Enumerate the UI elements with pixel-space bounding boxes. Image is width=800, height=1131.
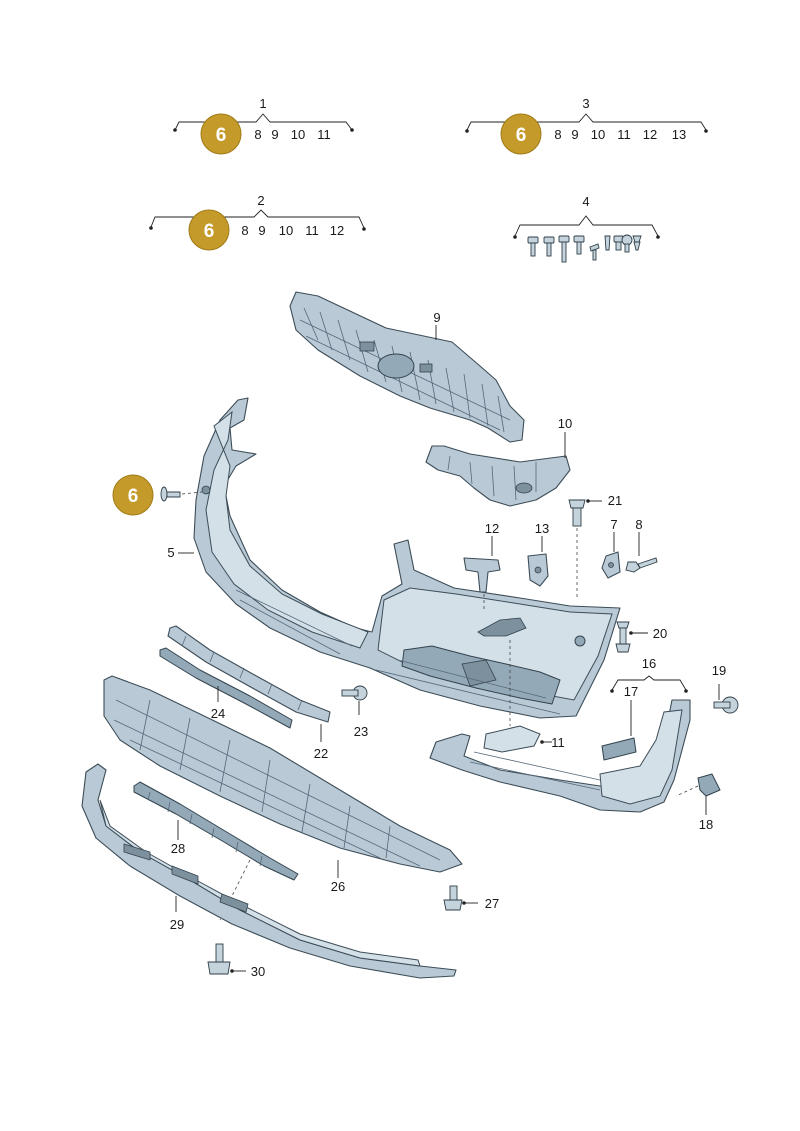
callout-12: 12 [485,521,499,536]
part-16-lower-spoiler [429,699,691,813]
callout-18: 18 [699,817,713,832]
group-3-badge [500,113,542,155]
group-2-item-4: 12 [330,223,344,238]
part-29-lower-trim [81,763,457,979]
group-2-badge-label: 6 [204,221,215,242]
group-2-badge [188,209,230,251]
callout-27: 27 [485,896,499,911]
part-6-badge-callout: 6 [112,474,203,516]
callout-11: 11 [551,735,565,750]
part-21-screw [568,499,586,527]
fastener-icons [527,234,642,263]
callout-8: 8 [635,517,642,532]
group-3-key: 3 6 8 9 10 11 12 13 [465,96,708,155]
callout-22: 22 [314,746,328,761]
group-1-badge-label: 6 [216,125,227,146]
callout-13: 13 [535,521,549,536]
group-2-item-3: 11 [305,223,319,238]
part-24-trim-strip [159,647,293,729]
callout-23: 23 [354,724,368,739]
part-22-grille-strip [167,625,331,723]
callout-7: 7 [610,517,617,532]
callout-21: 21 [608,493,622,508]
part-7-bracket [601,551,621,579]
group-1-item-3: 11 [317,127,331,142]
group-3-title: 3 [582,96,589,111]
group-2-title: 2 [257,193,264,208]
group-3-item-3: 11 [617,127,631,142]
part-27-screw [443,885,463,911]
group-3-item-2: 10 [591,127,605,142]
callout-28: 28 [171,841,185,856]
group-3-item-4: 12 [643,127,657,142]
group-2-item-2: 10 [279,223,293,238]
group-1-item-2: 10 [291,127,305,142]
group-1-key: 1 6 8 9 10 11 [173,96,354,155]
part-23-screw [341,685,368,701]
callout-24: 24 [211,706,225,721]
group-2-key: 2 6 8 9 10 11 12 [149,193,366,251]
callout-5: 5 [167,545,174,560]
callout-9: 9 [433,310,440,325]
group-3-item-0: 8 [554,127,561,142]
group-3-item-5: 13 [672,127,686,142]
part-13-clip [527,553,549,587]
part-10-side-bracket [425,445,571,507]
part-5-bumper-cover [193,397,621,719]
part-6-badge-label: 6 [128,486,139,507]
part-11-tow-cap [483,725,541,753]
group-1-badge [200,113,242,155]
part-8-clip [625,557,658,573]
part-17-insert [601,737,637,761]
group-4-fastener-set: 4 [513,194,660,263]
part-20-screw [615,621,631,653]
part-19-screw [713,696,739,714]
callout-10: 10 [558,416,572,431]
group-1-item-0: 8 [254,127,261,142]
callout-20: 20 [653,626,667,641]
part-9-upper-carrier [289,291,525,443]
group-2-item-0: 8 [241,223,248,238]
group-3-item-1: 9 [571,127,578,142]
callout-19: 19 [712,663,726,678]
callout-16: 16 [642,656,656,671]
group-1-title: 1 [259,96,266,111]
group-4-title: 4 [582,194,589,209]
callout-30: 30 [251,964,265,979]
group-3-badge-label: 6 [516,125,527,146]
callout-29: 29 [170,917,184,932]
part-12-bracket [463,557,501,593]
group-2-item-1: 9 [258,223,265,238]
group-1-item-1: 9 [271,127,278,142]
callout-17: 17 [624,684,638,699]
part-18-clip [697,773,721,797]
callout-26: 26 [331,879,345,894]
part-28-mesh-strip [133,781,299,881]
part-30-screw [207,943,231,975]
part-26-underbody-panel [103,675,463,873]
